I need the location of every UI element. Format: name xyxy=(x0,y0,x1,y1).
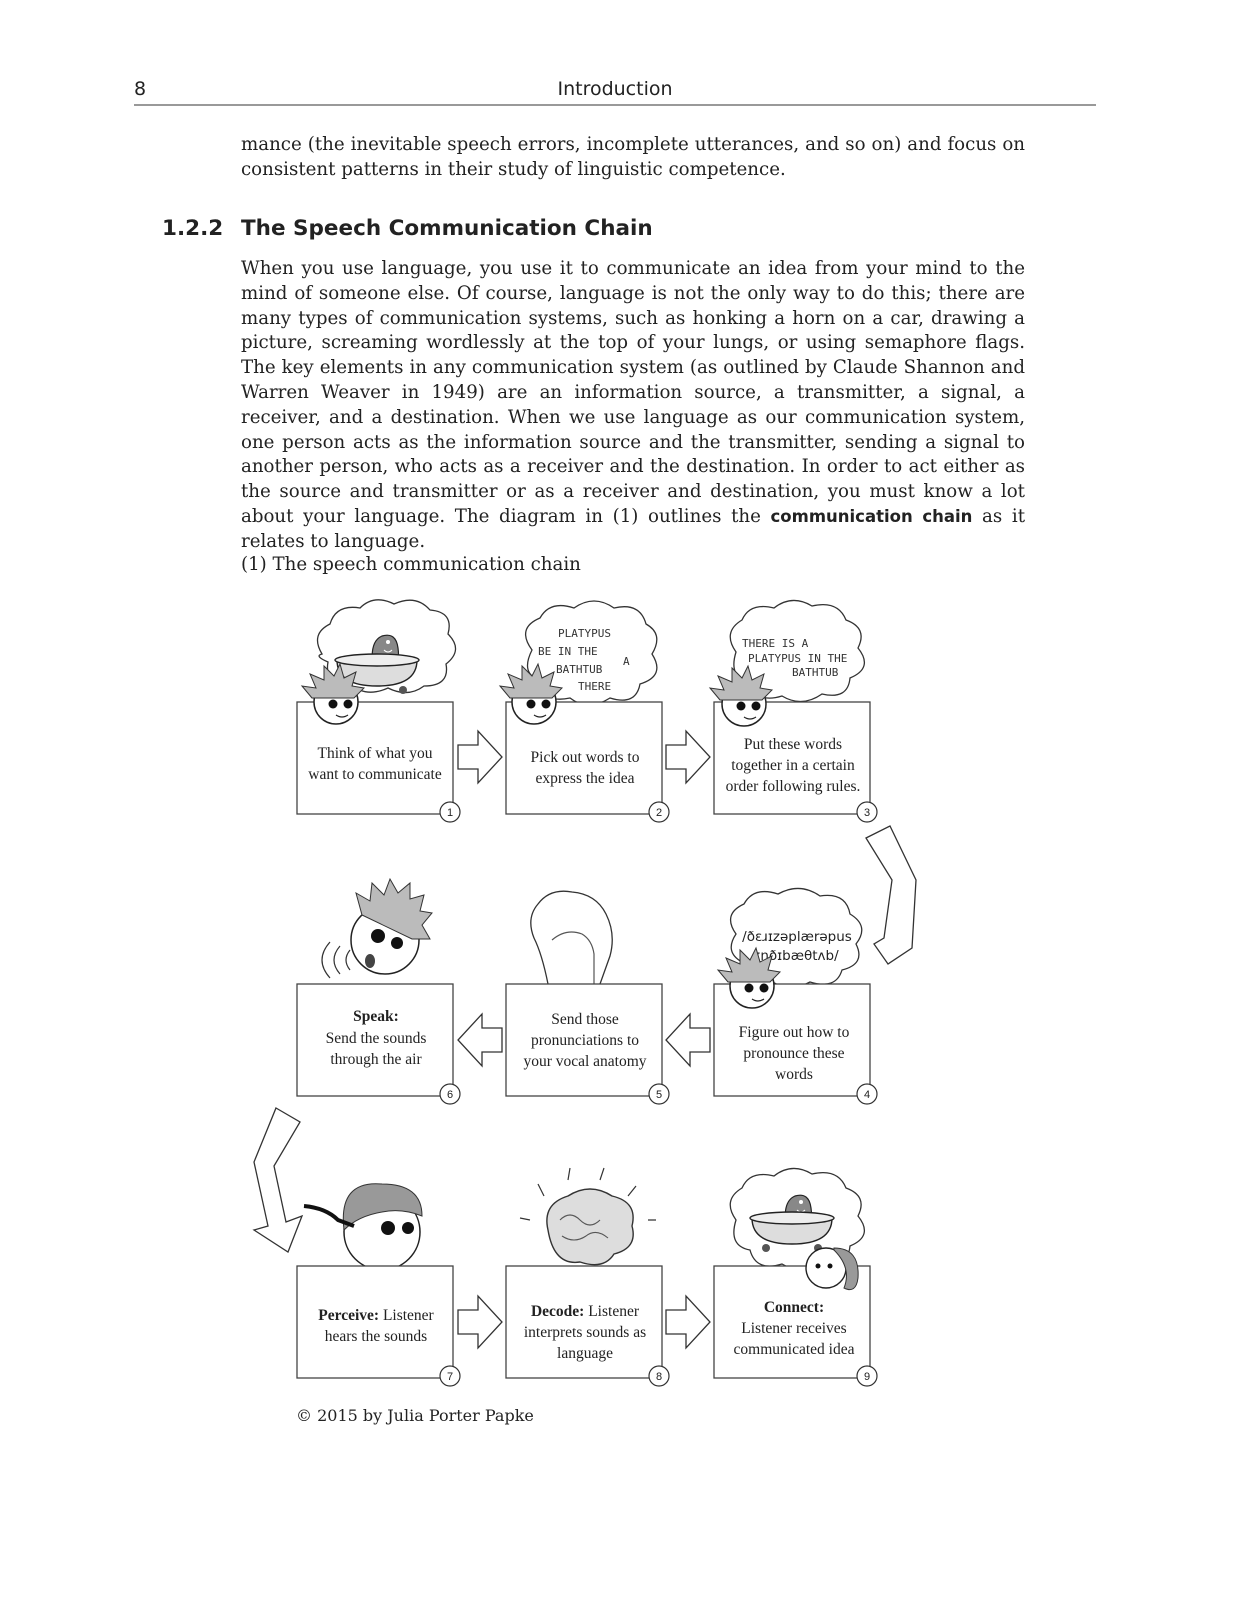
step-6-line-2: through the air xyxy=(330,1051,422,1068)
step-5-number: 5 xyxy=(656,1089,662,1101)
bubble-line: BATHTUB xyxy=(792,666,839,679)
step-6: Speak: Send the sounds through the air 6 xyxy=(297,879,460,1104)
step-3: THERE IS A PLATYPUS IN THE BATHTUB Put t… xyxy=(710,600,877,822)
step-1-number: 1 xyxy=(447,807,453,819)
step-3-number: 3 xyxy=(864,807,870,819)
arrow-down-curved-icon xyxy=(254,1108,302,1252)
step-3-line-3: order following rules. xyxy=(726,778,861,795)
arrow-right-icon xyxy=(666,731,710,783)
step-9-bold: Connect: xyxy=(764,1299,824,1316)
step-3-line-2: together in a certain xyxy=(731,757,855,774)
step-8: Decode: Listener interprets sounds as la… xyxy=(506,1168,669,1386)
step-7-number: 7 xyxy=(447,1371,453,1383)
step-2-line-1: Pick out words to xyxy=(531,749,640,766)
step-9-line-2: communicated idea xyxy=(734,1341,855,1358)
bubble-word: A xyxy=(623,655,630,668)
step-6-bold: Speak: xyxy=(353,1008,399,1025)
step-4: /ðɛɹɪzəplærəpus ɪnðɪbæθtʌb/ Figure out h… xyxy=(714,888,877,1104)
bubble-word: BATHTUB xyxy=(556,663,603,676)
arrow-right-icon xyxy=(458,1296,502,1348)
step-1-line-1: Think of what you xyxy=(318,745,433,762)
arrow-left-icon xyxy=(666,1014,710,1066)
step-9-number: 9 xyxy=(864,1371,870,1383)
step-8-line-1: Decode: Listener xyxy=(531,1303,640,1320)
listener-head-icon xyxy=(304,1184,422,1270)
step-2-number: 2 xyxy=(656,807,662,819)
speaking-head-icon xyxy=(322,879,432,978)
brain-icon xyxy=(520,1168,656,1265)
step-6-line-1: Send the sounds xyxy=(326,1030,427,1047)
step-4-line-1: Figure out how to xyxy=(739,1024,850,1041)
arrow-left-icon xyxy=(458,1014,502,1066)
arrow-right-icon xyxy=(666,1296,710,1348)
step-6-number: 6 xyxy=(447,1089,453,1101)
step-8-line-2: interprets sounds as xyxy=(524,1324,646,1341)
bubble-line: THERE IS A xyxy=(742,637,809,650)
copyright-credit: © 2015 by Julia Porter Papke xyxy=(296,1406,534,1425)
bubble-line: PLATYPUS IN THE xyxy=(748,652,847,665)
step-7: Perceive: Listener hears the sounds 7 xyxy=(297,1184,460,1386)
step-4-number: 4 xyxy=(864,1089,870,1101)
bubble-word: BE IN THE xyxy=(538,645,598,658)
step-8-line-1-text: Listener xyxy=(588,1303,640,1320)
step-9: Connect: Listener receives communicated … xyxy=(714,1168,877,1386)
step-7-line-1: Perceive: Listener xyxy=(318,1307,434,1324)
listener-head-icon xyxy=(806,1248,858,1290)
arrow-right-icon xyxy=(458,731,502,783)
step-4-line-2: pronounce these xyxy=(743,1045,844,1062)
step-2-line-2: express the idea xyxy=(536,770,635,787)
step-5-line-1: Send those xyxy=(551,1011,619,1028)
step-7-bold: Perceive: xyxy=(318,1307,379,1324)
step-5-line-2: pronunciations to xyxy=(531,1032,639,1049)
bubble-ipa: /ðɛɹɪzəplærəpus xyxy=(742,929,852,945)
step-4-line-3: words xyxy=(775,1066,813,1083)
step-5: Send those pronunciations to your vocal … xyxy=(506,891,669,1104)
step-8-number: 8 xyxy=(656,1371,662,1383)
step-5-line-3: your vocal anatomy xyxy=(523,1053,646,1070)
bubble-word: PLATYPUS xyxy=(558,627,611,640)
vocal-tract-icon xyxy=(531,891,612,984)
step-1: Think of what you want to communicate 1 xyxy=(297,600,460,822)
step-2: PLATYPUS BE IN THE A BATHTUB THERE Pick … xyxy=(500,601,669,822)
step-8-bold: Decode: xyxy=(531,1303,584,1320)
step-3-line-1: Put these words xyxy=(744,736,842,753)
arrow-down-curved-icon xyxy=(866,826,916,964)
step-7-line-1-text: Listener xyxy=(383,1307,435,1324)
step-1-line-2: want to communicate xyxy=(308,766,442,783)
bubble-word: THERE xyxy=(578,680,611,693)
step-8-line-3: language xyxy=(557,1345,613,1362)
step-7-line-2: hears the sounds xyxy=(325,1328,427,1345)
step-9-line-1: Listener receives xyxy=(741,1320,846,1337)
